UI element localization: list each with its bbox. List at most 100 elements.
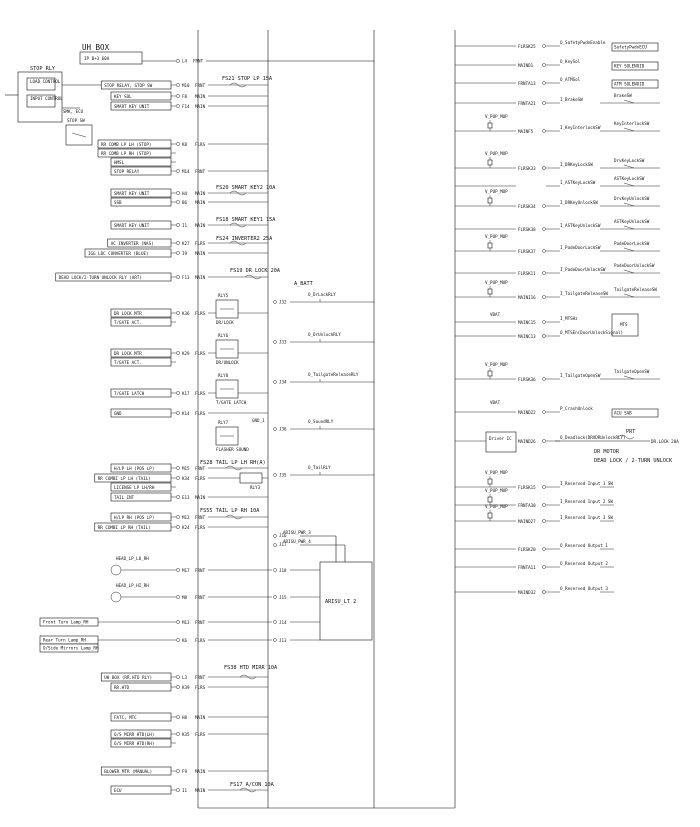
right-row-signal: I_Reserved Input 3 SW [560,515,613,520]
fuse-glyph [229,190,247,196]
fuse-glyph [244,274,262,280]
svg-text:INPUT CONTROL: INPUT CONTROL [30,96,63,101]
right-row-pin: FRNTA11 [518,565,536,570]
svg-text:J17: J17 [279,542,287,547]
right-row-signal: I_PadeDoorUnlockSW [560,267,606,272]
left-row-label: HMSL [114,160,125,165]
left-row-label: FATC, MTC [114,715,137,720]
arisu-junction: J18 [279,568,287,573]
left-row-connector: FRNT [195,675,206,680]
left-row-pin: K8 [182,142,188,147]
left-row-connector: MAIN [195,94,206,99]
relay-desc: FLASHER SOUND [216,447,249,452]
left-row-label: O/S MIRR HTD(LH) [114,732,154,737]
right-row: MAINI16I_TailgateReleaseSWV_PUP_MUPTailg… [455,280,660,300]
a-batt-label: A_BATT [294,281,313,287]
left-row-label: SMART KEY UNIT [114,191,150,196]
relay-blocks: RLY5DR/LOCKJ32O_DrLockRLYRLY6DR/UNLOCKJ3… [215,292,374,490]
left-row-label: H/LP RH (POS LP) [114,515,154,520]
fs18-label: FS18 SMART KEY1 15A [216,217,276,223]
left-row: T/GATE ACT. [110,317,176,327]
right-row-pin: FLRSK11 [518,271,536,276]
arisu-pin-label: HEAD_LP_LO_RH [116,556,149,561]
right-row-pin: FLRSK38 [518,227,536,232]
left-row-label: SMART KEY UNIT [114,223,150,228]
right-row-pin: FLRSK33 [518,166,536,171]
left-row-pin: K14 [182,411,190,416]
left-row-connector: FLRS [195,525,206,530]
fuse-glyph [229,222,247,228]
left-row-label: RR COMB LP RH (STOP) [101,151,151,156]
v-pup-label: V_PUP_MUP [485,189,508,194]
left-row-connector: FLRS [195,476,206,481]
relay-junction: J35 [279,473,287,478]
left-row-label: BLOWER MTR (MANUAL) [104,769,152,774]
left-row-label: RR COMBI LP LH (TAIL) [98,476,151,481]
left-row: RR COMB LP RH (STOP) [97,148,176,158]
left-row-pin: E13 [182,495,190,500]
right-row-signal: O_KeySol [560,59,581,64]
right-row-signal: O_Reserved Output 3 [560,586,608,591]
relay-name: RLY6 [218,333,229,338]
left-row-pin: B6 [182,200,188,205]
left-row-label: LICENSE LP LH/RH [114,485,155,490]
left-row-label: KEY SOL [114,94,132,99]
left-row-connector: MAIN [195,251,206,256]
right-row-signal: I_ASTKeyUnlockSW [560,223,601,228]
right-row-pin: MAINF5 [518,129,534,134]
left-row-pin: M15 [182,466,190,471]
left-row-label: GND [114,411,122,416]
left-row-pin: I9 [182,251,188,256]
left-row-pin: H4 [182,191,188,196]
svg-text:STOP SW: STOP SW [67,118,85,123]
left-row-label: ECU [114,788,122,793]
dr-motor-region: Driver IC PRT DR.LOCK 20A DR MOTOR DEAD … [485,429,679,464]
right-row-signal: I_TailgateReleaseSW [560,291,608,296]
right-row-signal: I_TailgateOpenSW [560,373,601,378]
left-row-label: TAIL INT [114,495,135,500]
relay-name: RLY3 [250,485,261,490]
right-row: FLRSK37I_PadeDoorLockSWV_PUP_MUPPadeDoor… [455,234,660,254]
arisu-pin-connector: FRNT [195,568,206,573]
right-row-signal: I_Reserved Input 1 SW [560,481,613,486]
left-row-connector: FRNT [195,83,206,88]
left-row-label: O/S MIRR HTD(RH) [114,741,154,746]
right-row-signal: O_SafetyPwdnEnable [560,40,606,45]
left-row-connector: MAIN [195,275,206,280]
right-row-device: BrakeSW [614,93,632,98]
svg-text:ARISU_PWR_3: ARISU_PWR_3 [283,530,311,535]
right-row-pin: FLRSK37 [518,249,536,254]
svg-text:LOAD CONTROL: LOAD CONTROL [30,79,61,84]
left-row-connector: MAIN [195,715,206,720]
fs28-label: FS28 TAIL LP LH RH(A) [200,460,266,466]
relay-output-label: O_SoundRLY [308,419,334,424]
left-row-pin: F13 [182,275,190,280]
arisu-pin: HEAD_LP_LO_RH M17 FRNT J18 [110,556,320,576]
right-row-signal: O_Deadlock(DRVDRUnlockRLY) [560,435,626,440]
right-row-pin: FLRSK25 [518,44,536,49]
right-row-pin: FRNTA21 [518,101,536,106]
vbat-label: VBAT [490,312,501,317]
arisu-pin-label: Rear Turn Lamp_RH [43,638,86,643]
arisu-pin-number: M17 [182,568,190,573]
fuse-glyph [225,514,243,520]
left-row-pin: K27 [182,241,190,246]
right-row-pin: FRNTA13 [518,81,536,86]
relay-output-label: O_TailgateReleaseRLY [308,372,359,377]
